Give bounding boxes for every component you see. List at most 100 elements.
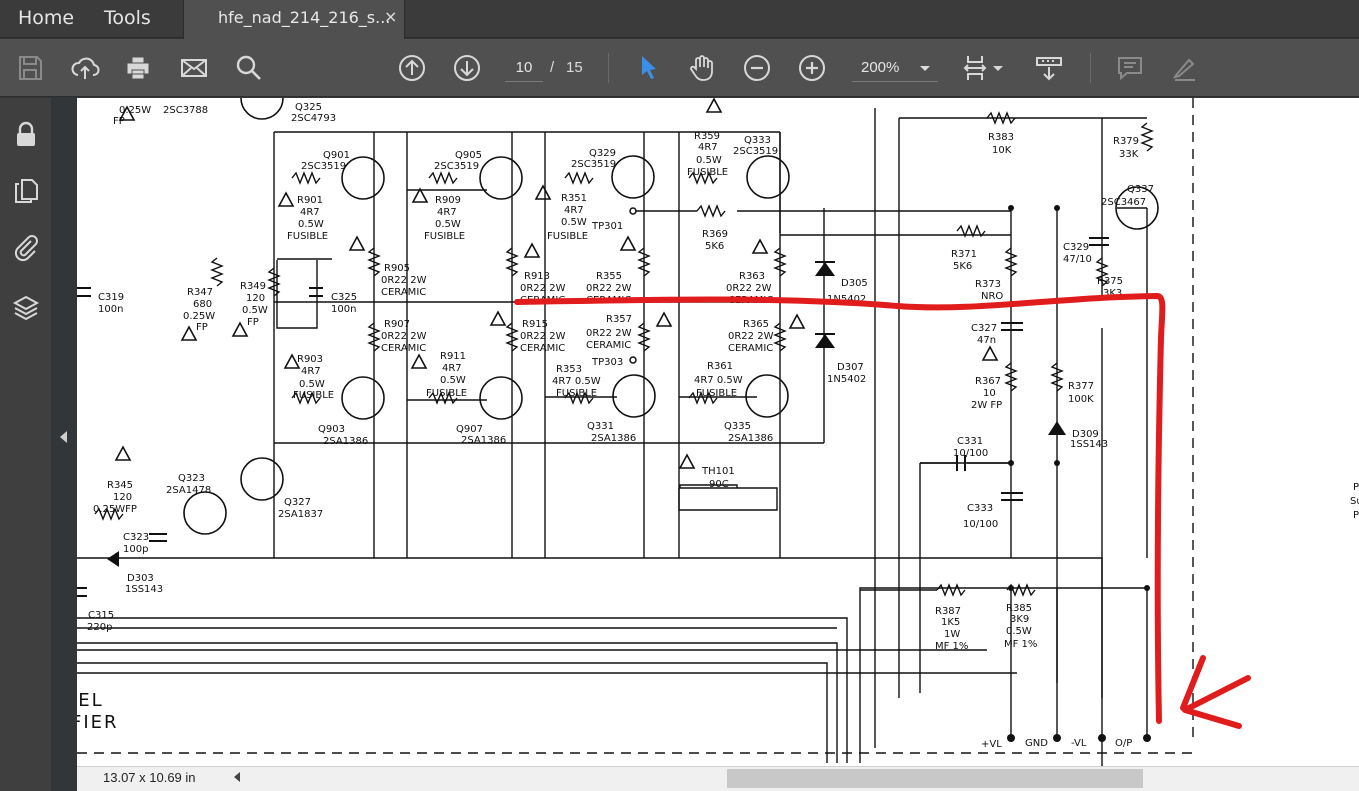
component-label: GND bbox=[1025, 738, 1048, 749]
component-label: 0R22 2W bbox=[520, 283, 566, 294]
component-label: CERAMIC bbox=[381, 343, 426, 354]
component-label: TP303 bbox=[591, 357, 623, 368]
fit-options-chevron-icon[interactable] bbox=[990, 51, 1006, 85]
horizontal-scrollbar-thumb[interactable] bbox=[727, 769, 1143, 788]
component-label: 0.25WFP bbox=[93, 504, 137, 515]
component-label: 10/100 bbox=[963, 519, 998, 530]
component-label: Su bbox=[1350, 496, 1359, 507]
component-label: 2SC3519 bbox=[301, 161, 346, 172]
tab-tools[interactable]: Tools bbox=[104, 7, 151, 29]
tab-home[interactable]: Home bbox=[18, 7, 75, 29]
component-label: 47n bbox=[977, 335, 996, 346]
component-label: 33K bbox=[1119, 149, 1139, 160]
scroll-left-icon[interactable] bbox=[234, 772, 240, 782]
component-label: FUSIBLE bbox=[547, 231, 588, 242]
component-label: 0R22 2W bbox=[381, 331, 427, 342]
hand-icon[interactable] bbox=[685, 51, 719, 85]
component-label: FP bbox=[247, 317, 259, 328]
layers-icon[interactable] bbox=[10, 292, 42, 324]
close-tab-icon[interactable]: × bbox=[384, 7, 398, 26]
component-label: R347 bbox=[187, 287, 213, 298]
status-bar: 13.07 x 10.69 in bbox=[77, 766, 1359, 791]
read-mode-icon[interactable] bbox=[1032, 51, 1066, 85]
component-label: 1N5402 bbox=[827, 374, 866, 385]
print-icon[interactable] bbox=[121, 51, 155, 85]
component-label: R359 bbox=[694, 131, 720, 142]
component-label: 1W bbox=[944, 629, 960, 640]
select-arrow-icon[interactable] bbox=[631, 51, 665, 85]
component-label: 0.5W bbox=[561, 217, 587, 228]
page-number-input[interactable]: 10 bbox=[505, 54, 543, 82]
component-label: R907 bbox=[384, 319, 410, 330]
component-label: R387 bbox=[935, 606, 961, 617]
component-label: Q333 bbox=[744, 135, 771, 146]
collapse-panel-handle[interactable] bbox=[51, 98, 77, 791]
component-label: Q329 bbox=[589, 148, 616, 159]
component-label: 4R7 0.5W bbox=[694, 375, 743, 386]
component-label: 2SC3519 bbox=[733, 146, 778, 157]
component-label: MF 1% bbox=[1004, 639, 1037, 650]
page-down-icon[interactable] bbox=[450, 51, 484, 85]
component-label: R369 bbox=[702, 229, 728, 240]
component-label: Q323 bbox=[178, 473, 205, 484]
component-label: 1SS143 bbox=[125, 584, 163, 595]
component-label: 1K5 bbox=[941, 617, 960, 628]
component-label: NRO bbox=[981, 291, 1003, 302]
component-label: 2SA1386 bbox=[461, 435, 506, 446]
component-label: R365 bbox=[743, 319, 769, 330]
component-label: 0R22 2W bbox=[728, 331, 774, 342]
zoom-select[interactable]: 200% bbox=[852, 54, 938, 82]
upload-icon[interactable] bbox=[68, 51, 102, 85]
component-label: 0.5W bbox=[299, 379, 325, 390]
component-label: C325 bbox=[331, 292, 357, 303]
component-label: 0.5W bbox=[435, 219, 461, 230]
component-label: D303 bbox=[127, 573, 154, 584]
pages-icon[interactable] bbox=[10, 175, 42, 207]
lock-icon[interactable] bbox=[10, 119, 42, 151]
component-label: 5K6 bbox=[705, 241, 724, 252]
component-label: 0.5W bbox=[242, 305, 268, 316]
zoom-in-icon[interactable] bbox=[795, 51, 829, 85]
mail-icon[interactable] bbox=[177, 51, 211, 85]
component-label: C319 bbox=[98, 292, 124, 303]
component-label: R351 bbox=[561, 193, 587, 204]
component-label: 2SC3519 bbox=[571, 159, 616, 170]
red-annotation bbox=[514, 292, 1251, 729]
page-total: 15 bbox=[566, 59, 583, 76]
component-label: 0R22 2W bbox=[586, 283, 632, 294]
component-label: R377 bbox=[1068, 381, 1094, 392]
component-label: D305 bbox=[841, 278, 868, 289]
component-label: Q331 bbox=[587, 421, 614, 432]
component-label: 0.5W bbox=[298, 219, 324, 230]
component-label: +VL bbox=[981, 739, 1002, 750]
tab-document[interactable]: hfe_nad_214_216_s... × bbox=[183, 0, 405, 39]
component-label: 100p bbox=[123, 544, 148, 555]
component-label: CERAMIC bbox=[381, 287, 426, 298]
component-label: 2SA1837 bbox=[278, 509, 323, 520]
component-label: Q335 bbox=[724, 421, 751, 432]
comment-icon[interactable] bbox=[1113, 51, 1147, 85]
component-label: FUSIBLE bbox=[287, 231, 328, 242]
component-label: FUSIBLE bbox=[424, 231, 465, 242]
highlight-icon[interactable] bbox=[1168, 51, 1202, 85]
component-label: R901 bbox=[297, 195, 323, 206]
attachment-icon[interactable] bbox=[10, 231, 42, 263]
zoom-out-icon[interactable] bbox=[740, 51, 774, 85]
page-up-icon[interactable] bbox=[395, 51, 429, 85]
search-icon[interactable] bbox=[232, 51, 266, 85]
component-label: 2W FP bbox=[971, 400, 1002, 411]
component-label: 2SA1386 bbox=[728, 433, 773, 444]
component-label: 0R22 2W bbox=[726, 283, 772, 294]
component-label: FUSIBLE bbox=[556, 388, 597, 399]
component-label: CERAMIC bbox=[728, 343, 773, 354]
component-label: 0.25W bbox=[119, 105, 151, 116]
save-icon[interactable] bbox=[13, 51, 47, 85]
tab-bar: Home Tools hfe_nad_214_216_s... × bbox=[0, 0, 1359, 39]
fit-page-icon[interactable] bbox=[958, 51, 992, 85]
component-label: 2SC4793 bbox=[291, 113, 336, 124]
component-label: 0R22 2W bbox=[586, 328, 632, 339]
component-label: R913 bbox=[524, 271, 550, 282]
